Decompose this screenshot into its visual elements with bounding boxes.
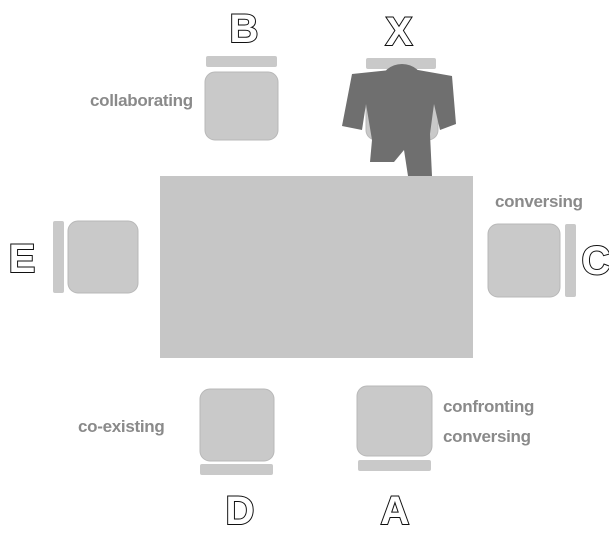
person-figure xyxy=(342,64,456,176)
label-co-existing: co-existing xyxy=(78,417,164,436)
chair-d xyxy=(199,388,275,475)
chair-b xyxy=(204,56,279,141)
seat-letter-x: X xyxy=(386,10,413,54)
seat-letter-c: C xyxy=(582,239,609,283)
seat-letter-b: B xyxy=(230,7,259,51)
chair-e xyxy=(53,220,139,294)
chair-a xyxy=(356,385,433,471)
chair-c xyxy=(487,223,576,298)
seat-letter-a: A xyxy=(381,489,410,533)
label-conversing-c: conversing xyxy=(495,192,583,211)
seat-letter-e: E xyxy=(9,237,36,281)
label-collaborating: collaborating xyxy=(90,91,193,110)
label-confronting: confronting xyxy=(443,397,534,416)
seat-letter-d: D xyxy=(226,489,255,533)
label-conversing-a: conversing xyxy=(443,427,531,446)
table xyxy=(160,176,473,358)
